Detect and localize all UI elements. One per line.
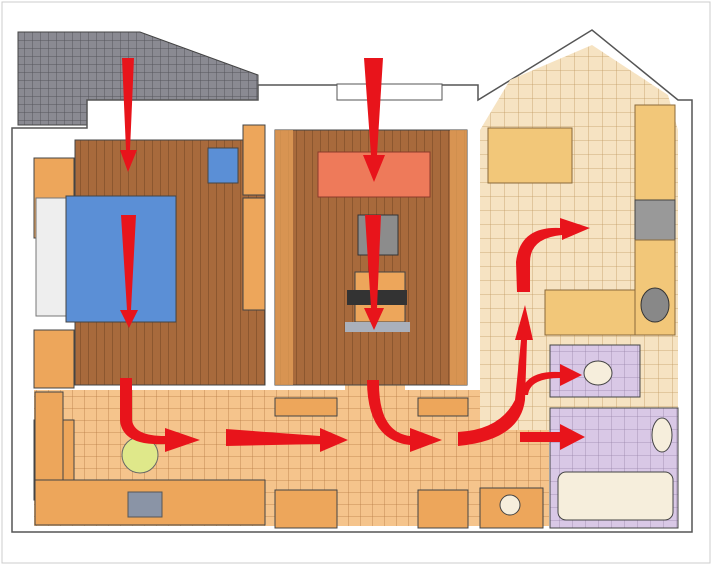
shelf-right <box>450 130 467 385</box>
arrow-to-toilet <box>520 364 582 395</box>
wardrobe-left-mid <box>33 329 75 389</box>
toilet <box>583 360 613 386</box>
arrow-balcony-down <box>120 58 137 172</box>
arrow-living-down-top <box>363 58 385 182</box>
washing-machine <box>499 494 521 516</box>
bathtub <box>557 471 674 521</box>
arrow-living-to-hall <box>367 380 442 452</box>
sink <box>640 287 670 323</box>
arrow-to-kitchen-lower <box>458 305 533 446</box>
window-living <box>336 83 443 101</box>
arrow-to-bathroom <box>520 424 585 450</box>
arrow-living-down <box>364 215 384 330</box>
arrow-to-kitchen-upper <box>516 218 590 292</box>
shoe-closet-right <box>417 489 469 529</box>
arrow-bedroom-to-hall <box>120 378 200 452</box>
wardrobe-right <box>242 197 266 311</box>
airflow-arrows <box>120 58 590 452</box>
tv-shelf <box>345 322 410 332</box>
shoe-closet-left <box>274 489 338 529</box>
shelf-left <box>275 130 293 385</box>
hall-shelf-left <box>274 397 338 417</box>
bed <box>65 195 177 323</box>
stool <box>127 491 163 518</box>
stove <box>634 199 676 241</box>
dining-table <box>487 127 573 184</box>
nightstands <box>35 197 69 317</box>
arrow-hall-right <box>226 428 348 452</box>
arrow-bed-down <box>120 215 138 328</box>
cabinet-right <box>242 124 266 196</box>
washbasin <box>651 417 673 453</box>
armchair <box>207 147 239 184</box>
hall-shelf-right <box>417 397 469 417</box>
